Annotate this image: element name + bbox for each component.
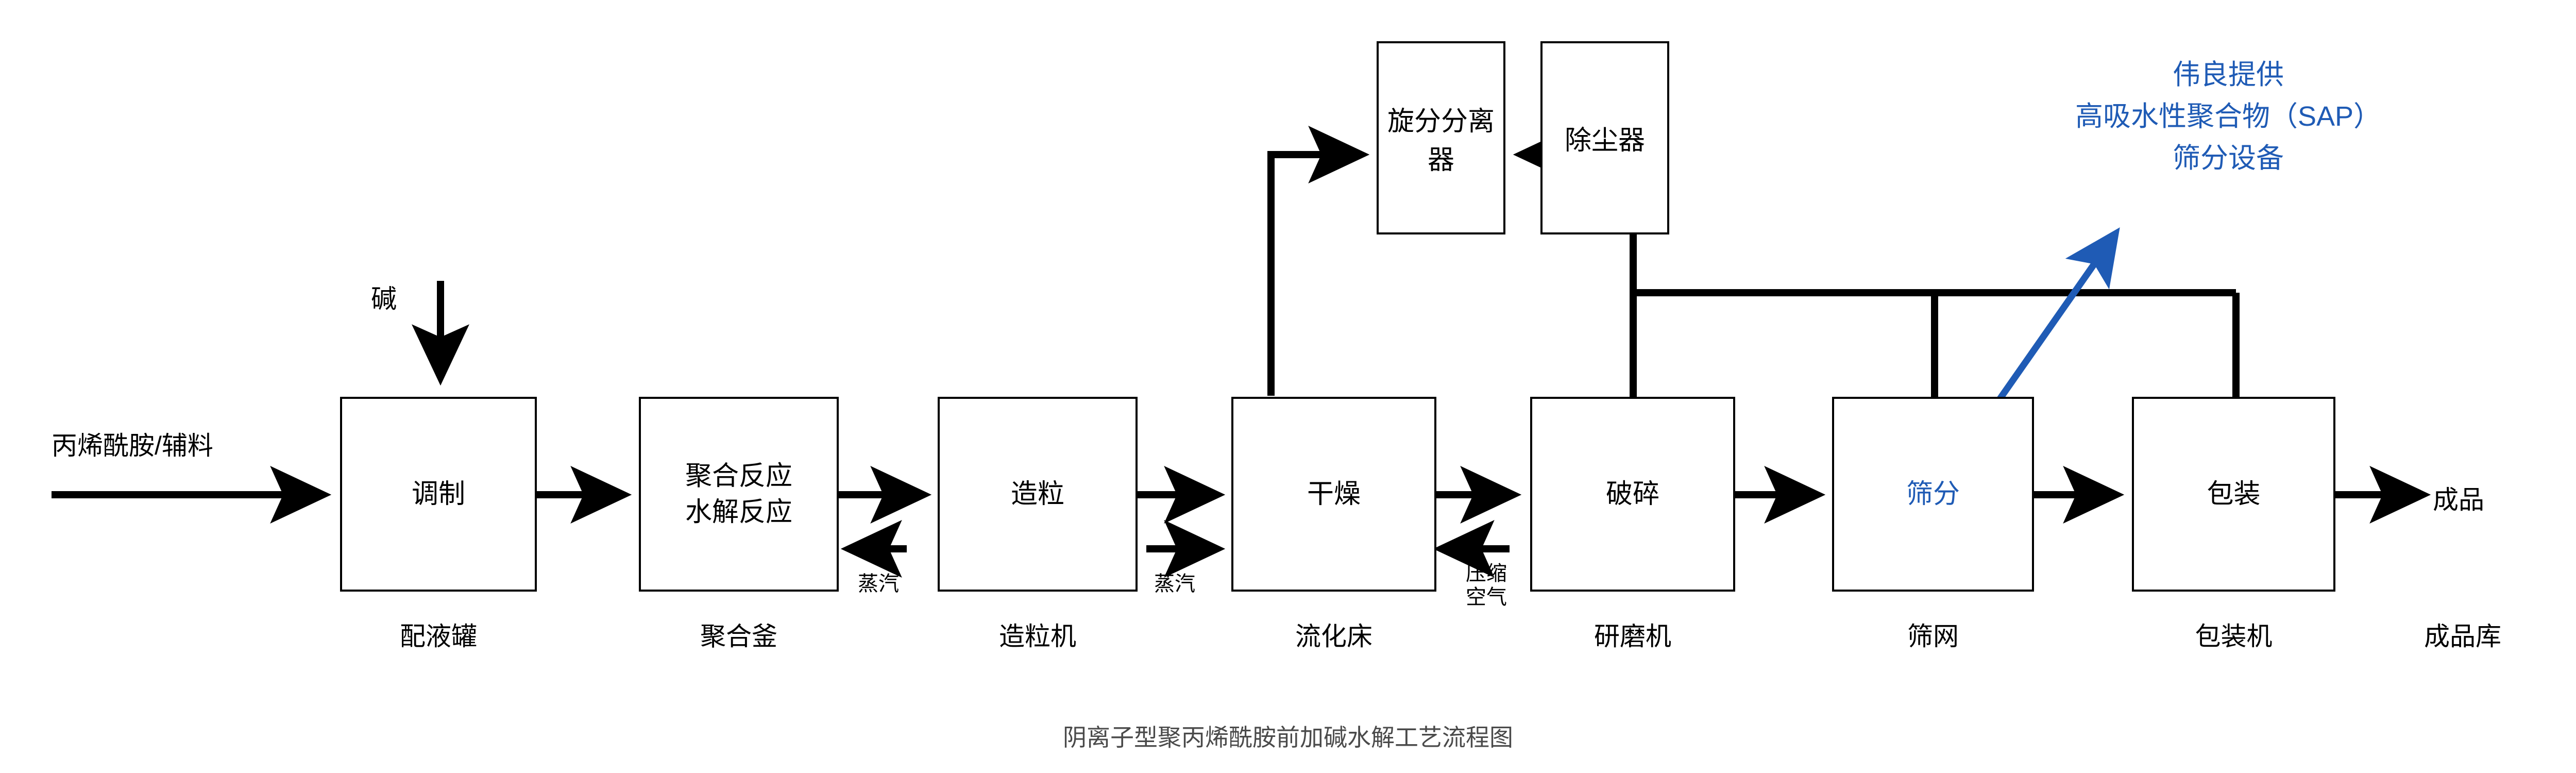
box-ganzao[interactable]: 干燥 <box>1231 397 1436 592</box>
box-zaoli[interactable]: 造粒 <box>938 397 1138 592</box>
box-tiaozhi-label: 调制 <box>411 479 465 509</box>
diagram-caption: 阴离子型聚丙烯酰胺前加碱水解工艺流程图 <box>1063 724 1513 751</box>
box-tiaozhi[interactable]: 调制 <box>340 397 537 592</box>
box-ganzao-label: 干燥 <box>1307 479 1361 509</box>
stream-label-product-out: 成品 <box>2433 485 2484 514</box>
box-posui[interactable]: 破碎 <box>1530 397 1735 592</box>
compressed-air-line2: 空气 <box>1466 586 1507 609</box>
box-xuanfen[interactable]: 旋分分离器 <box>1377 41 1505 234</box>
equipment-label-ganzao: 流化床 <box>1295 622 1372 651</box>
box-chuchen-label: 除尘器 <box>1564 126 1645 156</box>
stream-label-compressed-air: 压缩 空气 <box>1466 562 1507 609</box>
box-juhe-label-line2: 水解反应 <box>685 497 792 527</box>
box-posui-label: 破碎 <box>1605 479 1659 509</box>
equipment-label-posui: 研磨机 <box>1594 622 1671 651</box>
equipment-label-juhe: 聚合釜 <box>700 622 777 651</box>
box-juhe[interactable]: 聚合反应 水解反应 <box>639 397 839 592</box>
stream-label-feed-in: 丙烯酰胺/辅料 <box>52 431 213 460</box>
annotation-line-1: 伟良提供 <box>2173 59 2284 90</box>
box-xuanfen-label: 旋分分离器 <box>1387 106 1495 175</box>
equipment-label-tiaozhi: 配液罐 <box>400 622 477 651</box>
box-chuchen[interactable]: 除尘器 <box>1540 41 1669 234</box>
box-baozhuang[interactable]: 包装 <box>2132 397 2335 592</box>
box-zaoli-label: 造粒 <box>1010 479 1064 509</box>
equipment-label-zaoli: 造粒机 <box>999 622 1076 651</box>
annotation-block: 伟良提供 高吸水性聚合物（SAP） 筛分设备 <box>1924 54 2532 179</box>
stream-label-steam-juhe: 蒸汽 <box>858 573 899 595</box>
annotation-line-3: 筛分设备 <box>2173 143 2284 174</box>
box-juhe-label-line1: 聚合反应 <box>685 461 792 491</box>
stream-label-alkali: 碱 <box>371 284 397 313</box>
stream-label-steam-ganzao: 蒸汽 <box>1154 573 1195 595</box>
compressed-air-line1: 压缩 <box>1466 562 1507 585</box>
equipment-label-product-store: 成品库 <box>2424 622 2501 651</box>
box-shaifen-label: 筛分 <box>1906 479 1960 509</box>
equipment-label-shaifen: 筛网 <box>1907 622 1959 651</box>
box-baozhuang-label: 包装 <box>2207 479 2261 509</box>
equipment-label-baozhuang: 包装机 <box>2195 622 2273 651</box>
box-juhe-label: 聚合反应 水解反应 <box>685 458 792 530</box>
box-shaifen[interactable]: 筛分 <box>1832 397 2034 592</box>
annotation-line-2: 高吸水性聚合物（SAP） <box>2075 101 2382 132</box>
wire-ganzao-to-xuanfen <box>1267 126 1370 396</box>
